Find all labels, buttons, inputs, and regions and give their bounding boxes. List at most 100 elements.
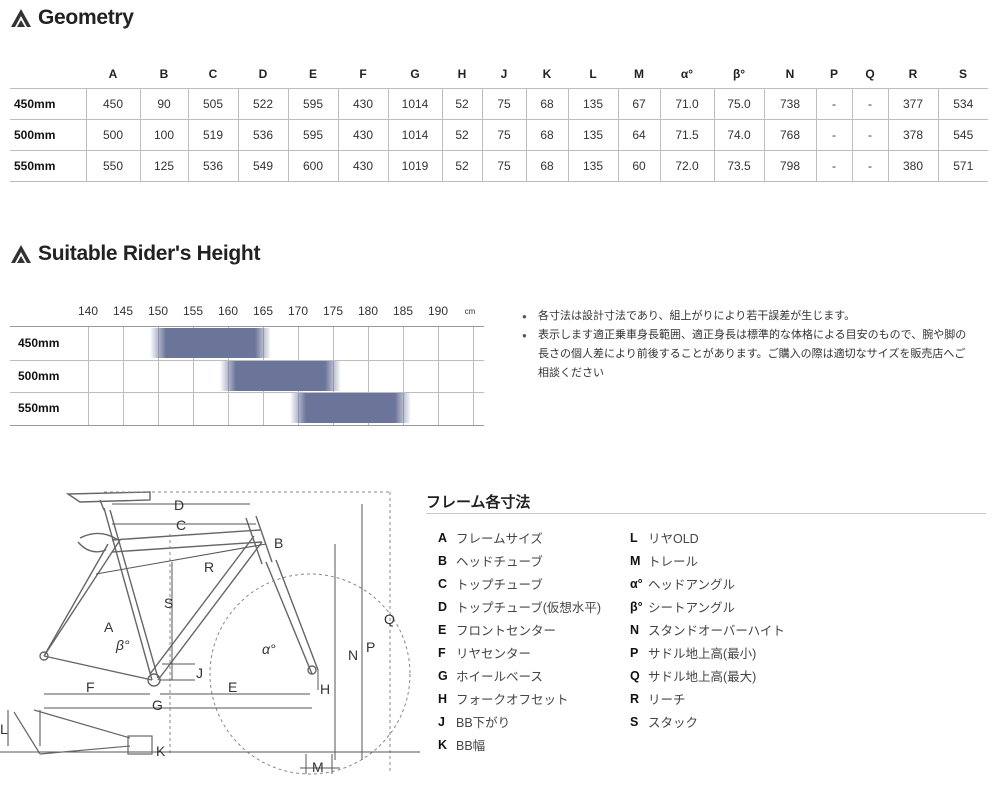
note-item: 各寸法は設計寸法であり、組上がりにより若干誤差が生じます。 — [522, 307, 972, 326]
legend-key: H — [438, 691, 448, 706]
diagram-label-d: D — [174, 497, 184, 513]
size-label: 450mm — [18, 336, 60, 350]
column-header: S — [938, 60, 988, 89]
legend-key: J — [438, 714, 445, 729]
table-cell: 52 — [441, 88, 483, 120]
table-cell: 430 — [337, 88, 389, 120]
table-cell: 135 — [567, 88, 619, 120]
legend-item: P サドル地上高(最小) — [630, 641, 785, 664]
height-row: 550mm — [10, 392, 484, 424]
table-cell: 377 — [887, 88, 939, 120]
table-cell: 500 — [85, 119, 141, 151]
column-header: P — [816, 60, 852, 89]
table-cell: 135 — [567, 150, 619, 182]
column-header: K — [526, 60, 568, 89]
legend-label: トレール — [648, 555, 699, 569]
grid-line — [10, 392, 484, 393]
legend-key: L — [630, 530, 638, 545]
scale-tick-label: 140 — [77, 304, 99, 318]
legend-key: B — [438, 553, 448, 568]
legend-label: リヤOLD — [648, 532, 699, 546]
grid-line — [438, 327, 439, 425]
legend-label: BB下がり — [456, 716, 511, 730]
table-cell: 1014 — [387, 119, 443, 151]
grid-line — [368, 327, 369, 425]
table-cell: - — [815, 88, 853, 120]
table-cell: 52 — [441, 119, 483, 151]
column-header: H — [442, 60, 482, 89]
legend-key: R — [630, 691, 640, 706]
table-cell: 52 — [441, 150, 483, 182]
table-cell: 505 — [187, 88, 239, 120]
legend-key: P — [630, 645, 639, 660]
rider-height-title: Suitable Rider's Height — [38, 242, 261, 265]
scale-tick-label: 190 — [427, 304, 449, 318]
table-cell: - — [851, 119, 889, 151]
brand-logo-icon — [11, 9, 31, 27]
column-header: A — [86, 60, 140, 89]
table-cell: 75 — [481, 119, 527, 151]
scale-tick-label: 185 — [392, 304, 414, 318]
table-cell: 75 — [481, 88, 527, 120]
diagram-label-alpha: α° — [262, 641, 276, 657]
column-header: M — [618, 60, 660, 89]
height-range-bar — [290, 393, 411, 423]
notes-list: 各寸法は設計寸法であり、組上がりにより若干誤差が生じます。 表示します適正乗車身… — [522, 307, 972, 383]
diagram-label-l: L — [0, 721, 8, 737]
diagram-label-b: B — [274, 535, 283, 551]
height-range-bar — [220, 360, 341, 391]
table-cell: 75.0 — [713, 88, 765, 120]
legend-label: サドル地上高(最小) — [648, 647, 757, 661]
grid-line — [193, 327, 194, 425]
column-header: F — [338, 60, 388, 89]
rider-height-heading: Suitable Rider's Height — [10, 242, 260, 266]
legend-label: トップチューブ — [456, 578, 543, 592]
table-cell: 378 — [887, 119, 939, 151]
legend-item: L リヤOLD — [630, 526, 785, 549]
table-cell: 545 — [937, 119, 988, 151]
table-cell: 68 — [525, 119, 569, 151]
legend-label: フレームサイズ — [456, 532, 543, 546]
diagram-label-a: A — [104, 619, 114, 635]
size-label: 450mm — [10, 88, 87, 120]
table-cell: 71.0 — [659, 88, 715, 120]
legend-key: K — [438, 737, 448, 752]
legend-label: ヘッドアングル — [648, 578, 736, 592]
diagram-label-p: P — [366, 639, 375, 655]
height-range-bar — [150, 328, 271, 358]
legend-label: サドル地上高(最大) — [648, 670, 757, 684]
size-label: 500mm — [18, 368, 60, 383]
column-header: D — [238, 60, 288, 89]
scale-tick-label: 150 — [147, 304, 169, 318]
diagram-label-beta: β° — [115, 637, 130, 653]
legend-key: D — [438, 599, 448, 614]
table-cell: 68 — [525, 88, 569, 120]
legend-label: BB幅 — [456, 739, 486, 753]
column-header: R — [888, 60, 938, 89]
table-cell: 549 — [237, 150, 289, 182]
geometry-heading: Geometry — [10, 6, 134, 30]
column-header: G — [388, 60, 442, 89]
legend-key: M — [630, 553, 641, 568]
table-cell: 550 — [85, 150, 141, 182]
frame-geometry-diagram: D C B R S A β° α° N P Q J F E H G L K M — [0, 491, 420, 775]
table-cell: 571 — [937, 150, 988, 182]
table-cell: 125 — [139, 150, 189, 182]
rider-height-chart: 450mm 500mm 550mm — [10, 326, 484, 426]
diagram-label-h: H — [320, 681, 330, 697]
size-label: 550mm — [10, 150, 87, 182]
table-cell: 450 — [85, 88, 141, 120]
table-cell: 90 — [139, 88, 189, 120]
geometry-title: Geometry — [38, 6, 134, 29]
legend-key: N — [630, 622, 640, 637]
